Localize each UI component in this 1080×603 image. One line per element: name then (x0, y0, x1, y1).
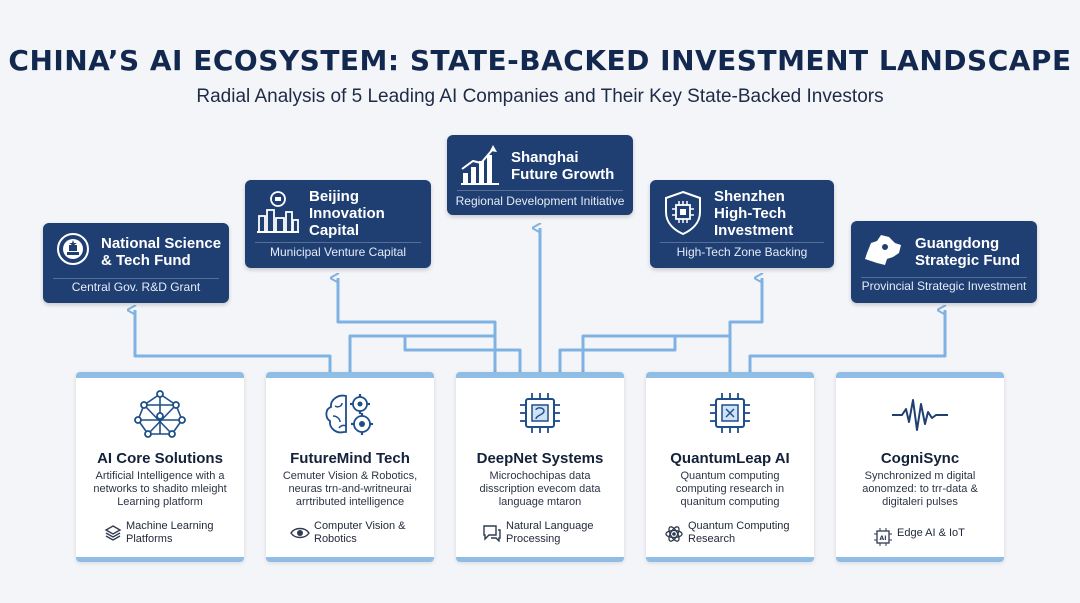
investor-type: Regional Development Initiative (455, 194, 625, 208)
investor-name: Shenzhen High-Tech Investment (714, 188, 794, 239)
company-focus: Quantum Computing Research (646, 520, 814, 550)
company-card-ai-core: AI Core Solutions Artificial Intelligenc… (76, 372, 244, 562)
focus-label: Computer Vision & Robotics (314, 520, 406, 545)
investor-type: Provincial Strategic Investment (861, 279, 1027, 293)
company-focus: Natural Language Processing (456, 520, 624, 550)
page-title: CHINA’S AI ECOSYSTEM: STATE-BACKED INVES… (8, 44, 1072, 77)
connector-deepnet-right (558, 336, 677, 372)
company-description: Microchochipas data disscription evecom … (479, 470, 601, 508)
connector-deepnet-left (403, 336, 522, 372)
company-focus: Computer Vision & Robotics (266, 520, 434, 550)
company-name: QuantumLeap AI (670, 450, 790, 467)
investor-shenzhen: Shenzhen High-Tech Investment High-Tech … (650, 180, 834, 268)
beijing-skyline-icon (257, 191, 299, 233)
focus-label: Quantum Computing Research (688, 520, 790, 545)
atom-icon (665, 526, 683, 542)
investor-type: Municipal Venture Capital (269, 245, 407, 259)
company-card-deepnet: DeepNet Systems Microchochipas data diss… (456, 372, 624, 562)
investor-name: National Science & Tech Fund (101, 235, 222, 269)
investor-shanghai: Shanghai Future Growth Regional Developm… (447, 135, 633, 215)
investor-guangdong: Guangdong Strategic Fund Provincial Stra… (851, 221, 1037, 303)
company-card-quantumleap: QuantumLeap AI Quantum computing computi… (646, 372, 814, 562)
national-emblem-icon (57, 233, 89, 265)
layers-icon (104, 525, 122, 541)
company-description: Artificial Intelligence with a networks … (93, 470, 227, 508)
company-description: Cemuter Vision & Robotics, neuras trn-an… (282, 470, 418, 508)
investor-beijing: Beijing Innovation Capital Municipal Ven… (245, 180, 431, 268)
growth-chart-icon (461, 145, 499, 185)
microchip-icon (520, 393, 560, 433)
page-subtitle: Radial Analysis of 5 Leading AI Companie… (196, 86, 884, 107)
company-name: FutureMind Tech (290, 450, 410, 467)
investor-national-science: National Science & Tech Fund Central Gov… (43, 223, 229, 303)
company-name: AI Core Solutions (97, 450, 223, 467)
investor-type: Central Gov. R&D Grant (71, 280, 201, 294)
investor-name: Beijing Innovation Capital (309, 188, 385, 239)
company-card-cognisync: CogniSync Synchronized m digital aonomze… (836, 372, 1004, 562)
connector-guangdong (748, 310, 947, 372)
province-map-icon (865, 235, 901, 265)
pulse-icon (892, 399, 948, 431)
company-name: CogniSync (880, 450, 960, 467)
company-description: Quantum computing computing research in … (675, 470, 785, 508)
quantum-chip-icon (710, 393, 750, 433)
company-name: DeepNet Systems (476, 450, 604, 467)
company-focus: AI Edge AI & IoT (836, 520, 1004, 550)
brain-gears-icon (325, 394, 373, 435)
svg-text:AI: AI (880, 535, 887, 542)
company-description: Synchronized m digital aonomzed: to trr-… (862, 470, 978, 508)
eye-icon (290, 527, 310, 539)
focus-label: Natural Language Processing (506, 520, 594, 545)
investor-name: Shanghai Future Growth (511, 149, 615, 183)
connector-national-science (135, 310, 332, 372)
investor-name: Guangdong Strategic Fund (915, 235, 1021, 269)
company-card-futuremind: FutureMind Tech Cemuter Vision & Robotic… (266, 372, 434, 562)
shield-chip-icon (665, 190, 701, 236)
focus-label: Edge AI & IoT (897, 527, 965, 539)
company-focus: Machine Learning Platforms (76, 520, 244, 550)
ai-chip-icon: AI (874, 528, 892, 546)
focus-label: Machine Learning Platforms (126, 520, 214, 545)
investor-type: High-Tech Zone Backing (676, 245, 808, 259)
connector-shenzhen (581, 278, 762, 372)
chat-icon (483, 525, 501, 542)
connector-beijing (338, 278, 497, 372)
neural-network-icon (134, 390, 186, 438)
